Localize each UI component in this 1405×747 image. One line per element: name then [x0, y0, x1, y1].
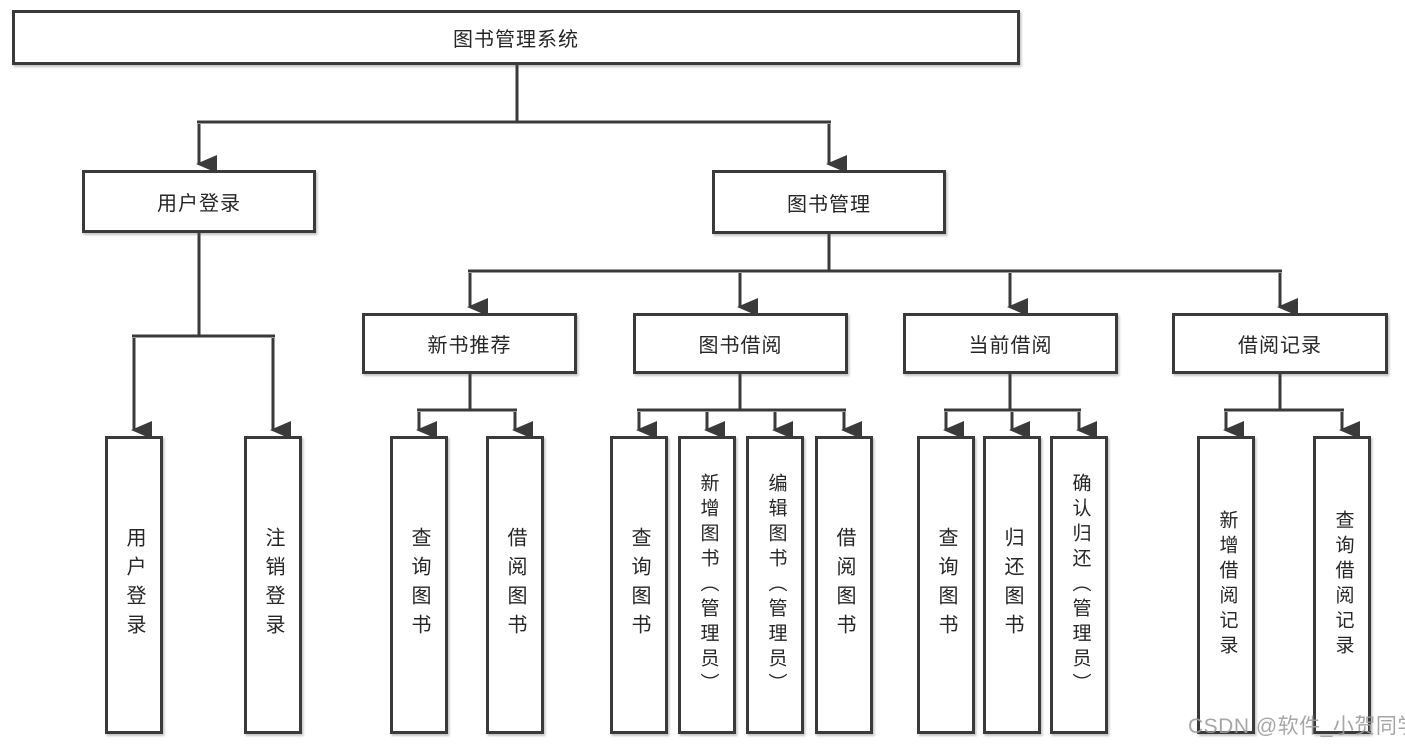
leaf-confirm-return-admin: 确认归还（管理员） [1050, 436, 1108, 734]
leaf-add-borrow-record: 新增借阅记录 [1197, 436, 1255, 734]
node-label: 查询借阅记录 [1332, 510, 1354, 660]
leaf-return-books: 归还图书 [983, 436, 1041, 734]
node-library-management-system: 图书管理系统 [12, 10, 1020, 65]
node-label: 查询图书 [628, 527, 650, 643]
node-label: 归还图书 [1001, 527, 1023, 643]
leaf-query-borrow-record: 查询借阅记录 [1313, 436, 1371, 734]
leaf-query-books-borrowing: 查询图书 [610, 436, 668, 734]
node-label: 图书管理 [787, 193, 871, 216]
leaf-query-books-current: 查询图书 [917, 436, 975, 734]
node-label: 用户登录 [123, 527, 145, 643]
node-label: 注销登录 [262, 527, 284, 643]
node-label: 图书管理系统 [453, 29, 579, 51]
node-borrowing-records: 借阅记录 [1172, 313, 1388, 374]
node-label: 借阅图书 [833, 527, 855, 643]
node-label: 确认归还（管理员） [1069, 472, 1091, 698]
leaf-add-book-admin: 新增图书（管理员） [678, 436, 736, 734]
node-label: 借阅图书 [504, 527, 526, 643]
leaf-borrow-books-recommend: 借阅图书 [486, 436, 544, 734]
node-label: 查询图书 [935, 527, 957, 643]
node-label: 用户登录 [157, 193, 241, 215]
node-label: 新增图书（管理员） [697, 472, 719, 698]
leaf-edit-book-admin: 编辑图书（管理员） [746, 436, 804, 734]
leaf-logout: 注销登录 [244, 436, 302, 734]
node-book-management: 图书管理 [712, 170, 946, 234]
node-label: 图书借阅 [698, 335, 783, 357]
leaf-user-login: 用户登录 [105, 436, 163, 734]
leaf-query-books-recommend: 查询图书 [390, 436, 448, 734]
node-label: 新书推荐 [427, 335, 512, 357]
leaf-borrow-books-borrowing: 借阅图书 [815, 436, 873, 734]
node-label: 编辑图书（管理员） [765, 472, 787, 698]
node-new-book-recommend: 新书推荐 [362, 313, 577, 374]
node-current-borrowing: 当前借阅 [903, 313, 1118, 374]
node-user-login: 用户登录 [82, 170, 316, 233]
node-label: 当前借阅 [968, 335, 1053, 357]
csdn-watermark: CSDN @软件_小贺同学 [1188, 715, 1405, 738]
node-label: 借阅记录 [1238, 335, 1322, 357]
node-label: 查询图书 [408, 527, 430, 643]
node-label: 新增借阅记录 [1216, 510, 1238, 660]
node-book-borrowing: 图书借阅 [633, 313, 848, 374]
